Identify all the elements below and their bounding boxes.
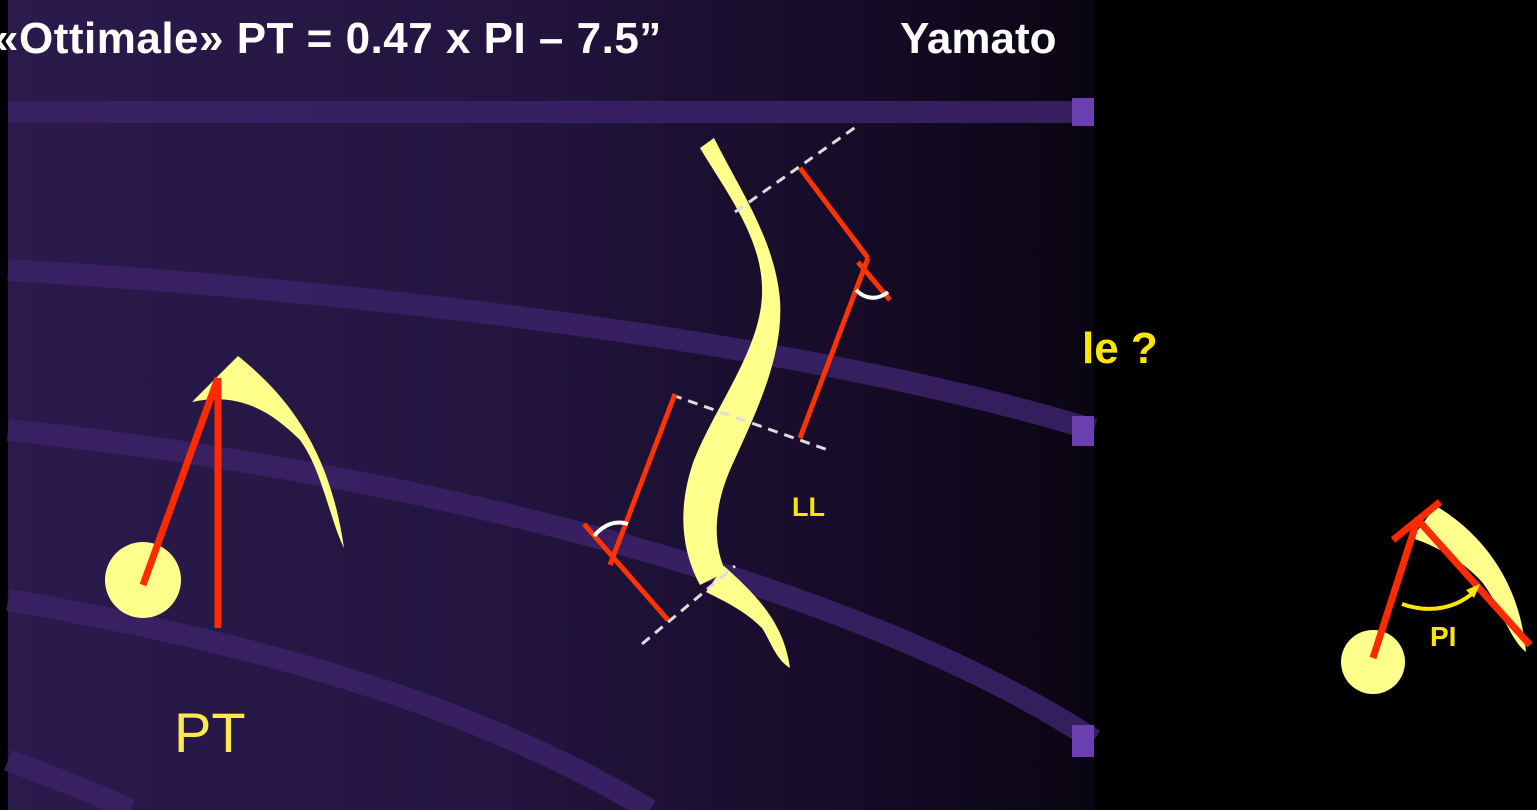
pi-line-endplate (1390, 499, 1443, 543)
edge-tab-2 (1072, 416, 1094, 446)
ll-label: LL (792, 492, 825, 522)
question-fragment: le ? (1082, 324, 1158, 373)
ll-perp-lower-b (582, 522, 670, 622)
sacrum-segment (706, 566, 790, 668)
spine-curve (683, 138, 781, 585)
ll-perp-upper-b (797, 257, 871, 439)
pi-label: PI (1430, 621, 1456, 652)
arc-2 (6, 419, 1101, 750)
pi-arrowhead (1466, 584, 1480, 598)
pt-label: PT (174, 701, 246, 764)
arc-4 (4, 749, 135, 810)
pi-angle-arc (1401, 590, 1476, 611)
author-name: Yamato (900, 14, 1057, 63)
pi-line-perpendicular (1415, 517, 1533, 648)
ll-endplate-middle (671, 393, 829, 452)
ll-angle-arc-upper (854, 288, 890, 300)
slide-title: «Ottimale» PT = 0.47 x PI – 7.5” (0, 14, 662, 63)
arc-3 (6, 589, 656, 810)
panel-edge-tabs (1072, 98, 1094, 757)
background-panel (8, 0, 1094, 810)
ll-perp-lower-a (607, 393, 678, 566)
sacrum-shape (192, 356, 344, 548)
ll-angle-arc-lower (592, 520, 629, 538)
edge-tab-3 (1072, 725, 1094, 757)
ll-perp-upper-a (798, 166, 870, 260)
background-arcs (4, 101, 1101, 810)
pi-line-to-femur (1369, 516, 1422, 660)
pi-figure (1341, 499, 1533, 694)
ll-endplate-upper (734, 122, 861, 214)
arc-1 (7, 259, 1098, 441)
pt-line-oblique (139, 376, 222, 587)
pt-figure (105, 356, 344, 628)
ll-endplate-lower (641, 564, 736, 646)
pi-femoral-head (1341, 630, 1405, 694)
ll-figure (582, 122, 892, 668)
edge-tab-1 (1072, 98, 1094, 126)
